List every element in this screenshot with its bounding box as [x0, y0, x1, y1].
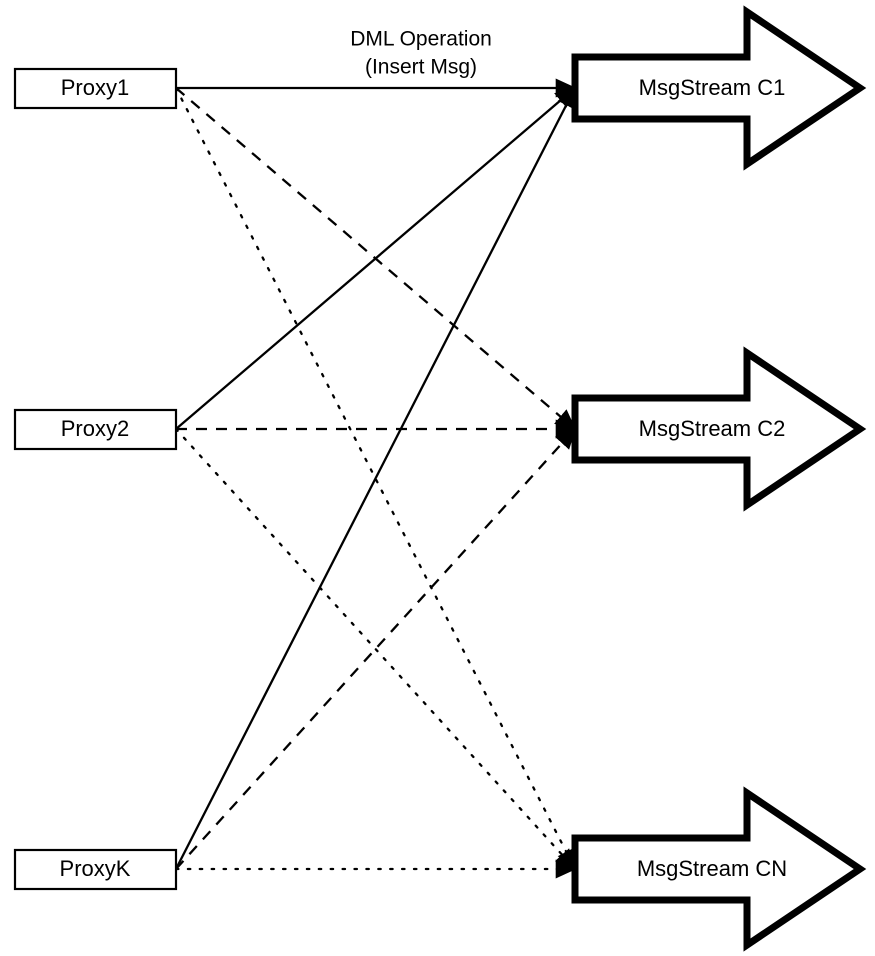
msgstream-label-c2: MsgStream C2 [639, 416, 786, 441]
proxy-label-proxy1: Proxy1 [61, 75, 129, 100]
msgstream-arrow-cn[interactable] [571, 786, 867, 952]
edge-label-group: DML Operation (Insert Msg) [350, 28, 492, 79]
proxy-node-proxyK[interactable]: ProxyK [13, 848, 178, 891]
connection-proxy1-to-cn [174, 86, 577, 871]
connections-layer [174, 78, 577, 879]
proxy-node-proxy1[interactable]: Proxy1 [13, 67, 178, 110]
msgstream-arrow-c2[interactable] [571, 346, 867, 512]
proxy-box-proxy2[interactable] [13, 408, 178, 451]
msgstream-node-c2[interactable]: MsgStream C2 [571, 346, 867, 512]
connection-proxy2-to-cn [174, 427, 577, 871]
proxy-box-proxyK[interactable] [13, 848, 178, 891]
proxy-label-proxyK: ProxyK [60, 856, 131, 881]
msgstream-label-c1: MsgStream C1 [639, 75, 786, 100]
proxy-label-proxy2: Proxy2 [61, 416, 129, 441]
msgstream-arrow-c1[interactable] [571, 5, 867, 171]
msgstream-label-cn: MsgStream CN [637, 856, 787, 881]
edge-label-line2: (Insert Msg) [365, 56, 477, 79]
msgstream-node-c1[interactable]: MsgStream C1 [571, 5, 867, 171]
targets-layer: MsgStream C1 MsgStream C2 MsgStream CN [571, 5, 867, 952]
proxy-box-proxy1[interactable] [13, 67, 178, 110]
msgstream-node-cn[interactable]: MsgStream CN [571, 786, 867, 952]
connection-proxyK-to-c1 [174, 86, 577, 870]
proxy-node-proxy2[interactable]: Proxy2 [13, 408, 178, 451]
connection-proxy2-to-c1 [175, 87, 577, 430]
edge-label-line1: DML Operation [350, 28, 492, 51]
